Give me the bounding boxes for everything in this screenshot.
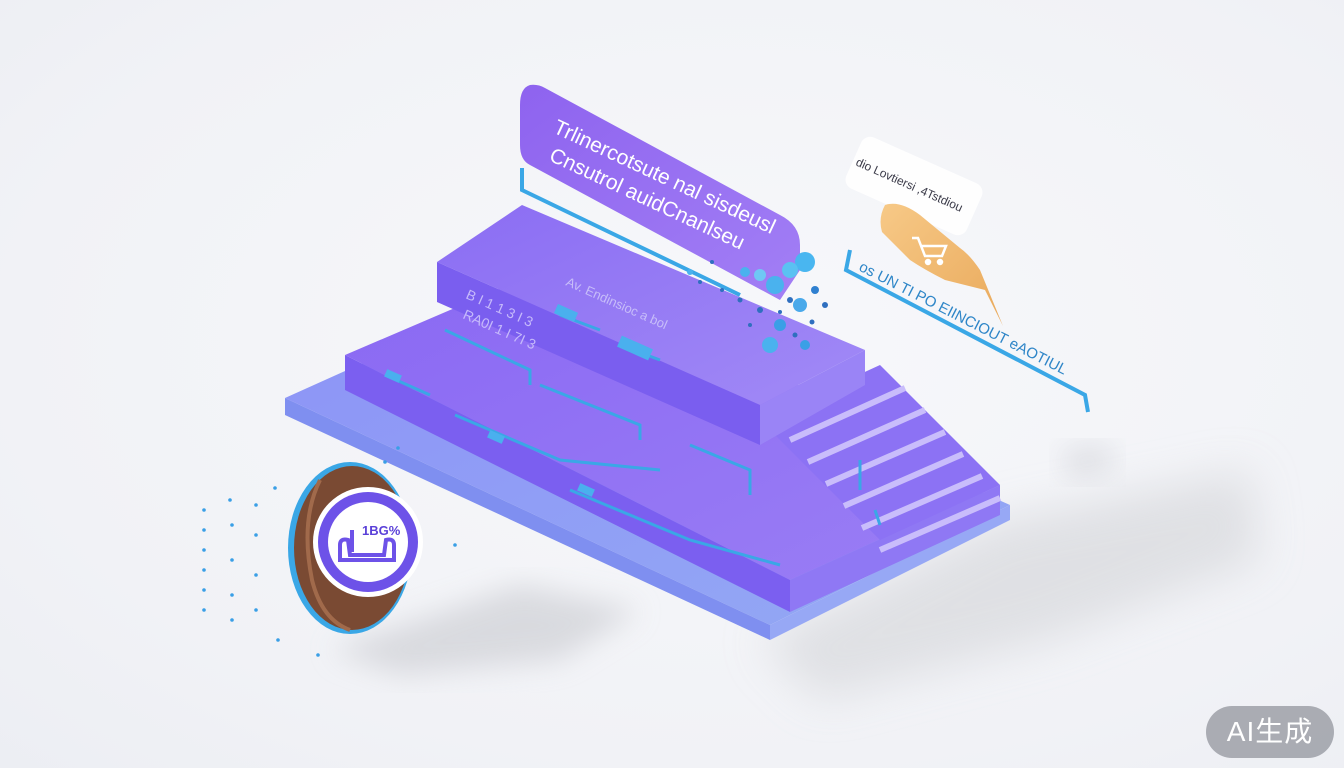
- dotted-connector-lines: [202, 446, 457, 657]
- circuit-blocks: [384, 303, 653, 497]
- coin-badge: [288, 462, 423, 634]
- floor-shadow: [330, 445, 1260, 700]
- top-tier-block: [437, 205, 865, 445]
- purple-banner: [520, 84, 800, 300]
- right-annotation-bracket: [843, 249, 1090, 413]
- ai-generated-watermark: AI生成: [1206, 706, 1334, 758]
- orange-tag: [845, 136, 1003, 326]
- banner-bracket-line: [520, 168, 741, 297]
- cart-icon: [912, 236, 948, 266]
- coin-percent: 1BG%: [362, 523, 401, 538]
- particle-splash: [687, 252, 828, 353]
- middle-tier-block: [345, 265, 1000, 612]
- sofa-icon: [338, 530, 396, 562]
